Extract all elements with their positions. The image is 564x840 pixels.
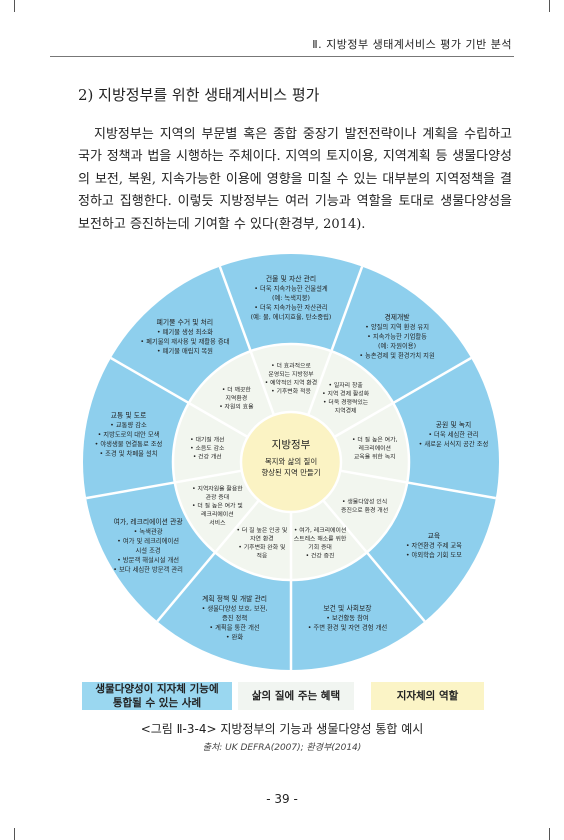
center-title: 지방정부 <box>272 439 311 451</box>
legend-roles: 지자체의 역할 <box>371 682 484 710</box>
sector-divider <box>85 469 242 500</box>
sector-inner-text: • 대기질 개선• 소음도 감소• 건강 개선 <box>190 436 225 461</box>
crop-mark-bottom-right <box>549 828 562 840</box>
page-number: - 39 - <box>266 792 298 806</box>
legend-benefits-label: 삶의 질에 주는 혜택 <box>251 690 341 702</box>
sector-outer-text: 교육• 자연환경 주제 교육• 야외학습 기회 도모 <box>406 532 462 559</box>
sector-divider <box>156 499 260 623</box>
sector-divider <box>110 356 249 439</box>
crop-mark-top-right <box>549 0 562 12</box>
sector-divider <box>340 469 497 500</box>
sector-divider <box>322 499 426 623</box>
sector-outer-text: 경제개발• 양질의 지역 환경 유지• 지속가능한 기업활동(예: 자원이용)•… <box>359 313 435 360</box>
legend-examples-label: 생물다양성이 지자체 기능에 통합될 수 있는 사례 <box>95 683 219 709</box>
header-rule <box>50 56 514 57</box>
section-heading: 2) 지방정부를 위한 생태계서비스 평가 <box>78 86 320 104</box>
sector-outer-text: 폐기물 수거 및 처리• 폐기물 생성 최소화• 폐기물의 재사용 및 재활용 … <box>140 317 229 355</box>
crop-mark-bottom-left <box>2 828 15 840</box>
running-header: Ⅱ. 지방정부 생태계서비스 평가 기반 분석 <box>312 38 512 51</box>
legend-examples: 생물다양성이 지자체 기능에 통합될 수 있는 사례 <box>82 682 232 710</box>
sector-outer-text: 교통 및 도로• 교통량 감소• 지방도로의 대안 모색• 야생생물 연결통로 … <box>95 411 163 457</box>
center-border <box>239 410 343 514</box>
sector-outer-text: 보건 및 사회보장• 보건활동 참여• 주변 환경 및 자연 경험 개선 <box>308 604 388 632</box>
sector-divider <box>306 266 364 416</box>
sector-outer-text: 건물 및 자산 관리• 더욱 지속가능한 건물설계(예: 녹색지붕)• 더욱 지… <box>251 274 332 321</box>
sector-outer-text: 계획 정책 및 개발 관리• 생물다양성 보호, 보전,증진 정책• 계획을 통… <box>202 594 268 641</box>
sector-outer-text: 공원 및 녹지• 더욱 세심한 관리• 새로운 서식지 공간 조성 <box>419 420 489 448</box>
figure-source: 출처: UK DEFRA(2007); 환경부(2014) <box>202 743 362 753</box>
center-disc <box>241 412 341 512</box>
legend-benefits: 삶의 질에 주는 혜택 <box>238 682 354 710</box>
sector-divider <box>333 356 472 439</box>
body-paragraph: 지방정부는 지역의 부문별 혹은 종합 중장기 발전전략이나 계획을 수립하고 … <box>78 127 512 232</box>
figure-caption: <그림 Ⅱ-3-4> 지방정부의 기능과 생물다양성 통합 예시 <box>140 722 424 736</box>
legend-roles-label: 지자체의 역할 <box>396 690 459 702</box>
sector-divider <box>218 266 276 416</box>
inner-ring-border <box>171 342 411 582</box>
crop-mark-top-left <box>2 0 15 12</box>
